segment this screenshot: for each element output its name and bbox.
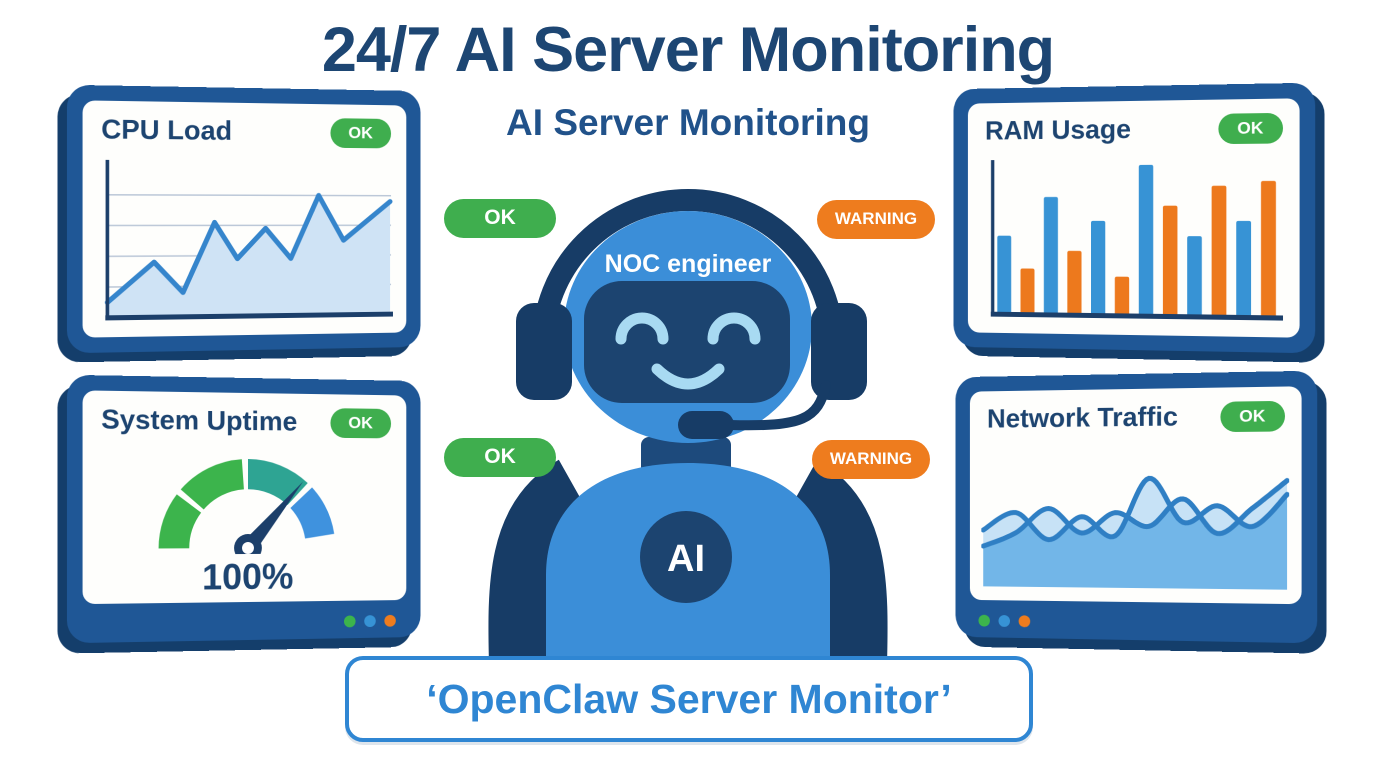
blue-dot-icon: [364, 615, 376, 627]
uptime-value: 100%: [83, 555, 407, 600]
network-panel-header: Network Traffic OK: [970, 386, 1302, 434]
ram-status-badge: OK: [1218, 112, 1283, 143]
monitor-indicator-dots: [978, 615, 1030, 628]
ram-panel-header: RAM Usage OK: [968, 98, 1300, 146]
panel-ram-usage: RAM Usage OK: [954, 83, 1316, 354]
orange-dot-icon: [384, 615, 395, 627]
monitor-indicator-dots: [344, 615, 396, 628]
ram-usage-chart: [983, 156, 1285, 326]
product-name-banner: ‘OpenClaw Server Monitor’: [345, 656, 1033, 742]
panel-system-uptime: System Uptime OK 100%: [67, 375, 421, 643]
ram-screen: RAM Usage OK: [968, 98, 1300, 337]
green-dot-icon: [344, 615, 356, 627]
cpu-status-badge: OK: [330, 118, 391, 148]
page-title: 24/7 AI Server Monitoring: [0, 14, 1376, 86]
status-badge-warning-bottom: WARNING: [812, 440, 930, 479]
blue-dot-icon: [998, 615, 1009, 627]
uptime-status-badge: OK: [330, 408, 391, 438]
microphone-icon: [678, 411, 734, 439]
uptime-gauge: [140, 444, 352, 555]
product-name: ‘OpenClaw Server Monitor’: [426, 676, 952, 723]
uptime-screen: System Uptime OK 100%: [83, 390, 407, 604]
green-dot-icon: [978, 615, 989, 627]
status-badge-ok-top: OK: [444, 199, 556, 238]
panel-network-traffic: Network Traffic OK: [956, 371, 1318, 644]
panel-cpu-load: CPU Load OK: [67, 85, 421, 353]
network-traffic-chart: [981, 440, 1289, 592]
orange-dot-icon: [1019, 615, 1031, 627]
cpu-load-chart: [99, 158, 393, 325]
network-screen: Network Traffic OK: [970, 386, 1302, 604]
status-badge-warning-top: WARNING: [817, 200, 935, 239]
headset-left-earcup: [516, 303, 572, 400]
ai-chest-label: AI: [667, 538, 705, 580]
robot-noc-engineer: AI NOC engineer: [458, 175, 923, 665]
headset-right-earcup: [811, 303, 867, 400]
network-panel-title: Network Traffic: [987, 401, 1178, 434]
uptime-panel-header: System Uptime OK: [83, 390, 407, 438]
forehead-label: NOC engineer: [605, 250, 772, 278]
network-status-badge: OK: [1220, 400, 1285, 431]
uptime-panel-title: System Uptime: [101, 404, 297, 438]
cpu-panel-title: CPU Load: [101, 114, 232, 147]
ram-panel-title: RAM Usage: [985, 114, 1131, 146]
cpu-screen: CPU Load OK: [83, 100, 407, 337]
status-badge-ok-bottom: OK: [444, 438, 556, 477]
cpu-panel-header: CPU Load OK: [83, 100, 407, 148]
